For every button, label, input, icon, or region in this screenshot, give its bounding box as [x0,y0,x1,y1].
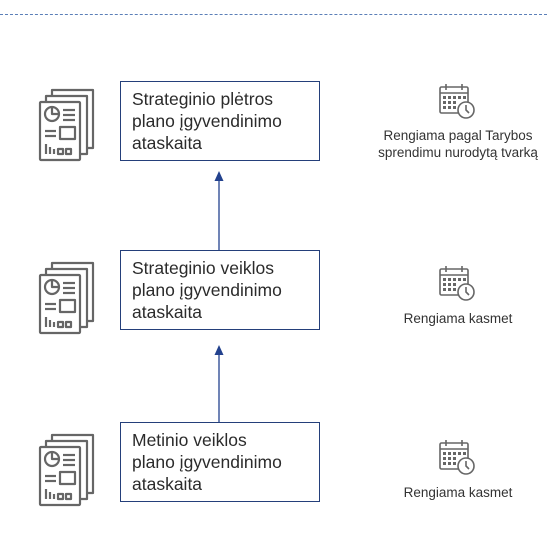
report-line: plano įgyvendinimo [132,280,282,300]
arrow-up-icon [214,171,224,181]
calendar-clock-icon [438,264,476,307]
report-box-strategic-development: Strateginio plėtros plano įgyvendinimo a… [120,81,320,161]
schedule-line: Rengiama pagal Tarybos [383,128,533,143]
report-line: Metinio veiklos [132,430,247,450]
report-line: plano įgyvendinimo [132,452,282,472]
report-line: Strateginio plėtros [132,89,274,109]
top-dashed-divider [0,14,547,15]
report-line: ataskaita [132,474,203,494]
calendar-clock-icon [438,438,476,481]
schedule-note: Rengiama kasmet [368,484,547,501]
schedule-line: Rengiama kasmet [403,485,513,500]
report-line: ataskaita [132,302,203,322]
report-document-icon [38,431,96,512]
schedule-line: Rengiama kasmet [403,311,513,326]
schedule-note: Rengiama pagal Tarybos sprendimu nurodyt… [368,127,547,161]
report-line: Strateginio veiklos [132,258,275,278]
report-box-annual-activity: Metinio veiklos plano įgyvendinimo atask… [120,422,320,502]
report-line: ataskaita [132,133,203,153]
schedule-line: sprendimu nurodytą tvarką [378,145,538,160]
calendar-clock-icon [438,82,476,125]
report-document-icon [38,259,96,340]
report-box-strategic-activity: Strateginio veiklos plano įgyvendinimo a… [120,250,320,330]
schedule-note: Rengiama kasmet [368,310,547,327]
report-document-icon [38,86,96,167]
report-line: plano įgyvendinimo [132,111,282,131]
arrow-up-icon [214,345,224,355]
